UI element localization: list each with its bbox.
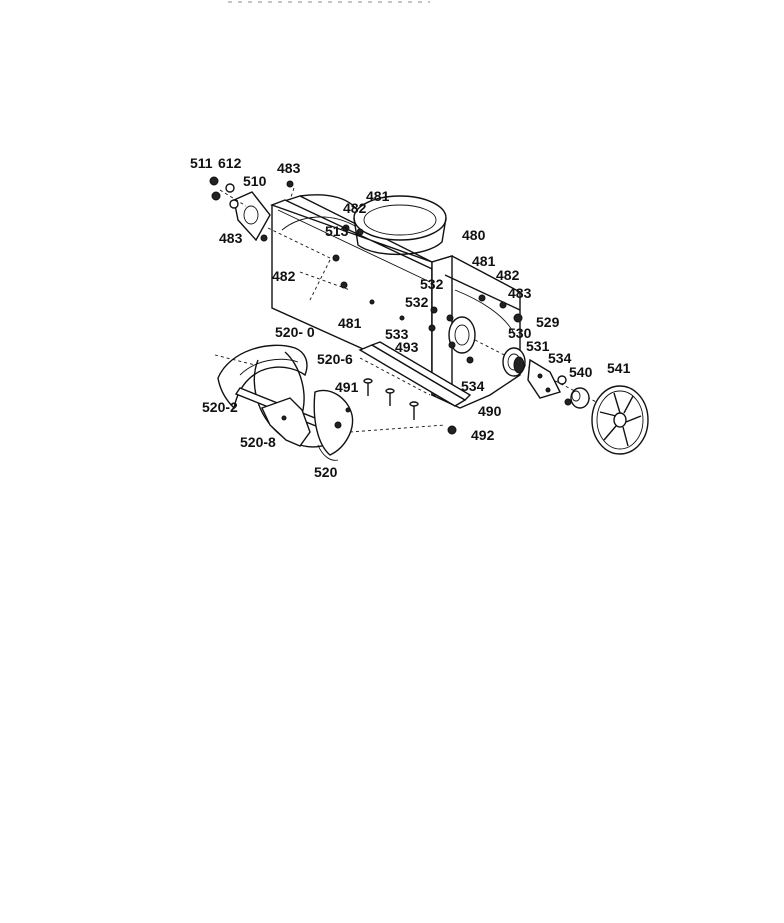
callout-530: 530 xyxy=(508,325,532,341)
callout-labels: 511 612 510 483 481 482 483 513 480 481 … xyxy=(190,155,631,480)
callout-481: 481 xyxy=(338,315,362,331)
callout-483: 483 xyxy=(508,285,532,301)
fasteners-lower xyxy=(359,357,457,435)
callout-482: 482 xyxy=(272,268,296,284)
callout-483: 483 xyxy=(219,230,243,246)
callout-541: 541 xyxy=(607,360,631,376)
callout-520-6: 520-6 xyxy=(317,351,353,367)
callout-493: 493 xyxy=(395,339,419,355)
callout-533: 533 xyxy=(385,326,409,342)
callout-491: 491 xyxy=(335,379,359,395)
callout-520-0: 520- 0 xyxy=(275,324,315,340)
callout-534: 534 xyxy=(548,350,572,366)
callout-492: 492 xyxy=(471,427,495,443)
callout-481: 481 xyxy=(472,253,496,269)
callout-511: 511 xyxy=(190,155,213,171)
callout-482: 482 xyxy=(343,200,367,216)
drive-assembly xyxy=(474,339,649,455)
callout-520: 520 xyxy=(314,464,338,480)
callout-532: 532 xyxy=(405,294,429,310)
callout-490: 490 xyxy=(478,403,502,419)
callout-534: 534 xyxy=(461,378,485,394)
callout-480: 480 xyxy=(462,227,486,243)
callout-481: 481 xyxy=(366,188,390,204)
callout-540: 540 xyxy=(569,364,593,380)
callout-612: 612 xyxy=(218,155,242,171)
callout-531: 531 xyxy=(526,338,550,354)
auger-housing xyxy=(267,180,523,409)
callout-520-2: 520-2 xyxy=(202,399,238,415)
auger-520 xyxy=(214,344,446,461)
callout-529: 529 xyxy=(536,314,560,330)
callout-482: 482 xyxy=(496,267,520,283)
callout-483: 483 xyxy=(277,160,301,176)
callout-532: 532 xyxy=(420,276,444,292)
callout-520-8: 520-8 xyxy=(240,434,276,450)
callout-513: 513 xyxy=(325,223,349,239)
bracket-510 xyxy=(209,176,271,242)
callout-510: 510 xyxy=(243,173,267,189)
